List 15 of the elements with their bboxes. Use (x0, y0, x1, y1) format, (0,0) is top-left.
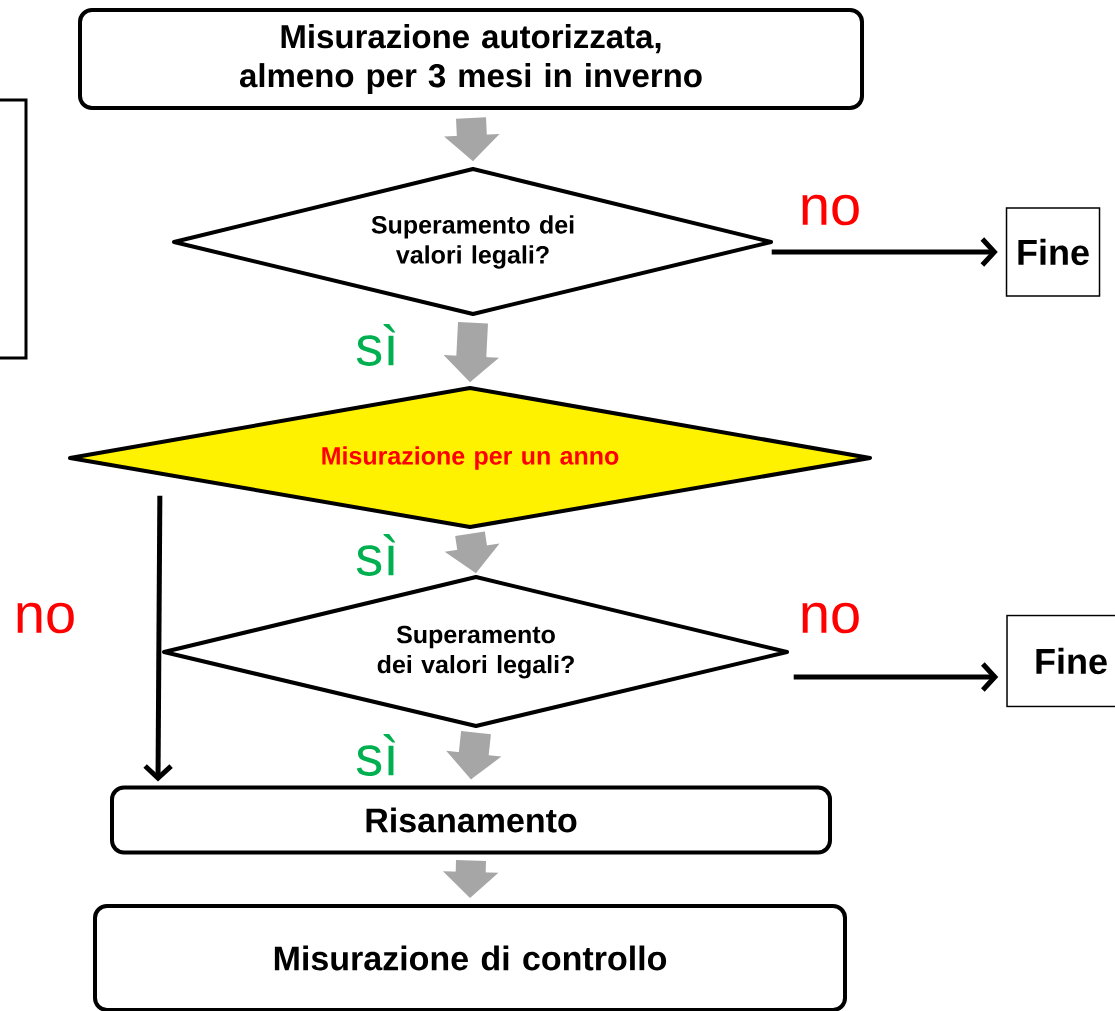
end-box: Fine (1005, 207, 1101, 297)
empty-box (0, 98, 28, 360)
process-box: Misurazione autorizzata, almeno per 3 mesi in inverno (78, 8, 864, 110)
edge-label: sì (354, 323, 400, 367)
edge-label: sì (354, 733, 400, 777)
end-box: Fine (1006, 614, 1115, 708)
arrow (771, 237, 998, 267)
edge-label: sì (354, 533, 400, 577)
edge-label: no (797, 193, 863, 227)
arrow (793, 662, 999, 692)
process-box: Risanamento (110, 785, 832, 855)
arrow (143, 495, 173, 782)
edge-label: no (12, 601, 78, 635)
edge-label: no (797, 601, 863, 635)
process-box: Misurazione di controllo (93, 904, 847, 1011)
